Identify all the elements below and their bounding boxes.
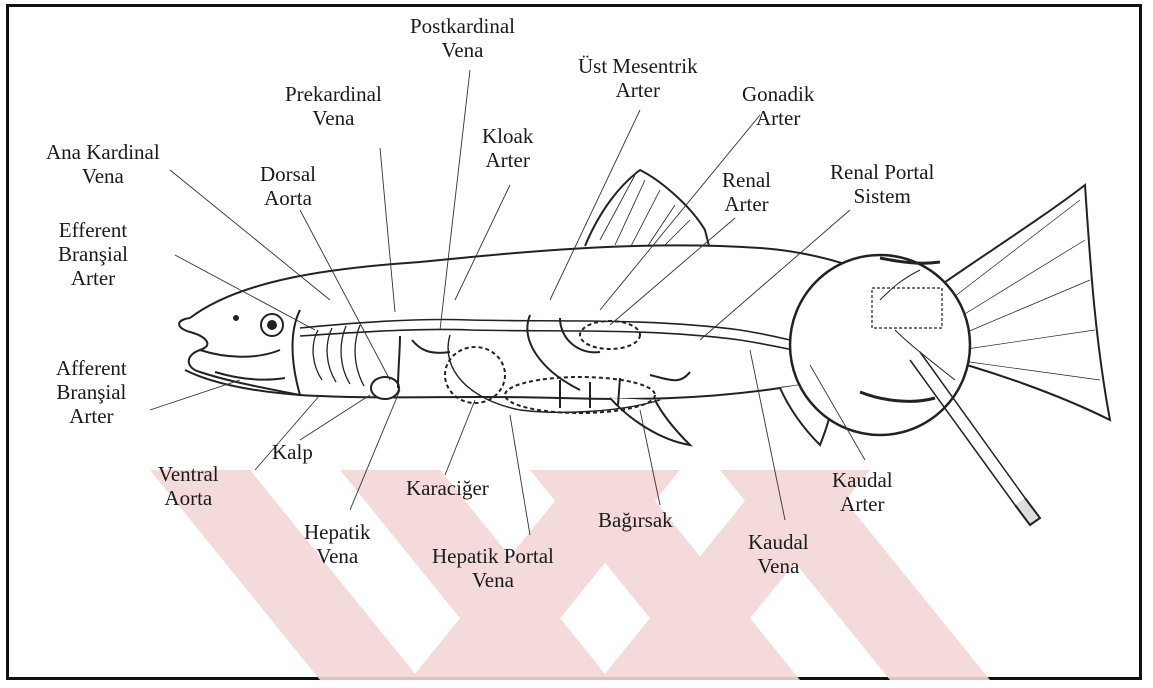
label-afferent-bransial-arter: Afferent Branşial Arter bbox=[56, 356, 127, 428]
label-line: Arter bbox=[58, 266, 128, 290]
label-line: Vena bbox=[304, 544, 370, 568]
label-line: Aorta bbox=[158, 486, 219, 510]
label-line: Ana Kardinal bbox=[46, 140, 160, 164]
label-line: Üst Mesentrik bbox=[578, 54, 698, 78]
label-line: Arter bbox=[722, 192, 771, 216]
label-line: Kaudal bbox=[832, 468, 893, 492]
label-line: Kloak bbox=[482, 124, 533, 148]
label-line: Prekardinal bbox=[285, 82, 382, 106]
label-ust-mesentrik-arter: Üst Mesentrik Arter bbox=[578, 54, 698, 102]
label-line: Gonadik bbox=[742, 82, 814, 106]
label-line: Hepatik Portal bbox=[432, 544, 554, 568]
label-line: Branşial bbox=[56, 380, 127, 404]
label-renal-arter: Renal Arter bbox=[722, 168, 771, 216]
label-line: Vena bbox=[285, 106, 382, 130]
label-kaudal-arter: Kaudal Arter bbox=[832, 468, 893, 516]
label-line: Postkardinal bbox=[410, 14, 515, 38]
label-line: Renal Portal bbox=[830, 160, 934, 184]
label-efferent-bransial-arter: Efferent Branşial Arter bbox=[58, 218, 128, 290]
label-dorsal-aorta: Dorsal Aorta bbox=[260, 162, 316, 210]
label-line: Vena bbox=[432, 568, 554, 592]
label-line: Arter bbox=[56, 404, 127, 428]
label-line: Vena bbox=[46, 164, 160, 188]
label-bagirsak: Bağırsak bbox=[598, 508, 673, 532]
label-line: Afferent bbox=[56, 356, 127, 380]
label-line: Sistem bbox=[830, 184, 934, 208]
label-karaciger: Karaciğer bbox=[406, 476, 489, 500]
label-kalp: Kalp bbox=[272, 440, 313, 464]
label-line: Efferent bbox=[58, 218, 128, 242]
label-line: Arter bbox=[832, 492, 893, 516]
label-line: Renal bbox=[722, 168, 771, 192]
label-line: Dorsal bbox=[260, 162, 316, 186]
label-hepatik-portal-vena: Hepatik Portal Vena bbox=[432, 544, 554, 592]
label-line: Arter bbox=[742, 106, 814, 130]
label-gonadik-arter: Gonadik Arter bbox=[742, 82, 814, 130]
label-renal-portal-sistem: Renal Portal Sistem bbox=[830, 160, 934, 208]
label-line: Aorta bbox=[260, 186, 316, 210]
label-prekardinal-vena: Prekardinal Vena bbox=[285, 82, 382, 130]
label-line: Vena bbox=[410, 38, 515, 62]
label-line: Kaudal bbox=[748, 530, 809, 554]
label-ana-kardinal-vena: Ana Kardinal Vena bbox=[46, 140, 160, 188]
label-line: Arter bbox=[578, 78, 698, 102]
label-hepatik-vena: Hepatik Vena bbox=[304, 520, 370, 568]
label-line: Bağırsak bbox=[598, 508, 673, 532]
label-ventral-aorta: Ventral Aorta bbox=[158, 462, 219, 510]
label-line: Karaciğer bbox=[406, 476, 489, 500]
label-line: Branşial bbox=[58, 242, 128, 266]
label-postkardinal-vena: Postkardinal Vena bbox=[410, 14, 515, 62]
label-kaudal-vena: Kaudal Vena bbox=[748, 530, 809, 578]
label-line: Vena bbox=[748, 554, 809, 578]
label-line: Kalp bbox=[272, 440, 313, 464]
label-line: Hepatik bbox=[304, 520, 370, 544]
label-line: Ventral bbox=[158, 462, 219, 486]
label-kloak-arter: Kloak Arter bbox=[482, 124, 533, 172]
label-line: Arter bbox=[482, 148, 533, 172]
